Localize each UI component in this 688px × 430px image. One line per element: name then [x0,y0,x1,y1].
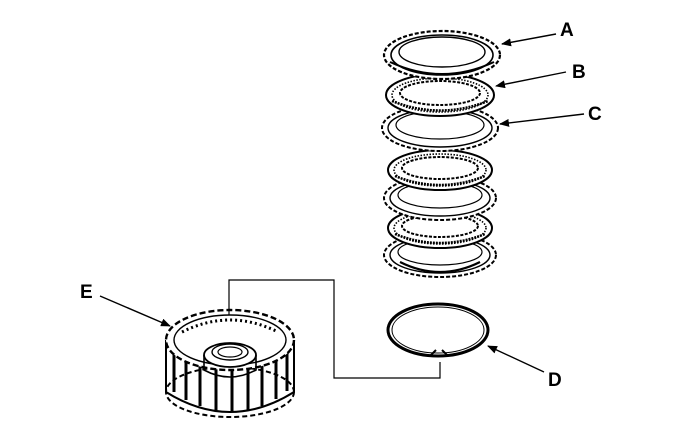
end-plate-a [382,29,502,81]
steel-plate-c [381,104,499,152]
arrow-a [501,33,557,47]
callout-label-e: E [80,282,93,303]
installation-bracket-line [228,279,441,379]
clutch-plate-stack [381,29,502,278]
callout-label-b: B [572,62,586,83]
callout-arrows [99,33,585,373]
snap-ring-d [386,302,490,358]
arrow-d [487,345,545,373]
callout-label-a: A [560,20,574,41]
arrow-e [99,295,171,327]
callout-label-c: C [588,104,602,125]
callout-label-d: D [548,370,562,391]
friction-disc-2 [387,149,493,191]
arrow-b [495,71,567,89]
friction-disc-b [385,73,495,117]
clutch-drum-e [164,308,296,418]
arrow-c [499,113,585,127]
